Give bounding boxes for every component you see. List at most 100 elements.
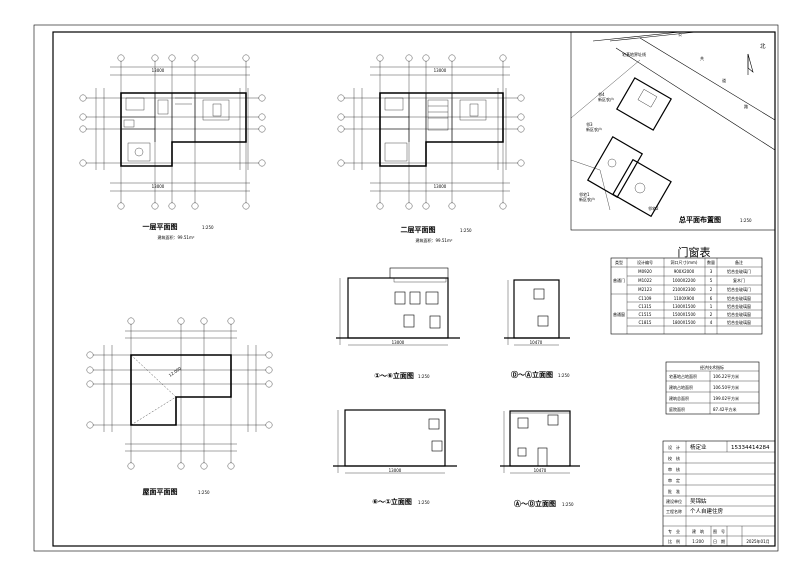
dw-cell: 900X2000 <box>674 269 695 274</box>
tech-value-0: 106.22平方米 <box>713 373 739 379</box>
tb-designer-name: 杨定业 <box>690 443 707 451</box>
floor1-area: 建筑面积：99.51m² <box>158 234 195 240</box>
roof-title: 屋面平面图 <box>143 487 178 496</box>
tb-label-check: 校 核 <box>668 455 680 461</box>
door-window-headers: 类型 设计编号 洞口尺寸(mm) 数量 备注 <box>615 259 743 265</box>
elevation-1-title: ①～⑥立面图 <box>374 371 414 380</box>
floor1-scale: 1:250 <box>202 225 214 230</box>
dw-header-type: 类型 <box>615 259 623 265</box>
dw-cell: 6 <box>710 296 713 301</box>
svg-text:13000: 13000 <box>152 184 165 189</box>
site-plan <box>570 31 776 231</box>
floor2-area: 建筑面积：99.51m² <box>416 237 453 243</box>
dw-cell: 1800X1500 <box>672 320 696 325</box>
dw-cell: 1100X900 <box>674 296 695 301</box>
tb-label-project: 工程名称 <box>666 508 682 514</box>
floor2-plan: 13000 13000 <box>337 54 525 210</box>
dw-cell: 铝合金玻璃门 <box>727 286 751 292</box>
tb-label-approve: 审 定 <box>668 477 680 483</box>
roof-scale: 1:250 <box>198 490 210 495</box>
dw-row-c1109: C1109 1100X900 6 铝合金玻璃窗 <box>639 295 751 301</box>
svg-text:13000: 13000 <box>392 340 405 345</box>
svg-text:13000: 13000 <box>434 68 447 73</box>
site-road-2: 共 <box>700 55 704 61</box>
dw-cell: M2123 <box>638 287 652 292</box>
dw-row-m1022: M1022 1000X2200 5 复木门 <box>638 277 745 283</box>
dw-group-windows: 普通窗 <box>613 311 625 317</box>
dw-row-m0920: M0920 900X2000 3 铝合金玻璃门 <box>638 268 751 274</box>
dw-cell: M0920 <box>638 269 652 274</box>
svg-text:10470: 10470 <box>530 340 543 345</box>
dw-cell: 铝合金玻璃窗 <box>727 311 751 317</box>
tech-value-1: 106.50平方米 <box>713 384 739 390</box>
elevation-4-title: Ⓐ～Ⓓ立面图 <box>514 499 556 508</box>
floor2-title: 二层平面图 <box>401 225 436 234</box>
site-neighbor-2: 邻宅2 <box>648 205 659 211</box>
dw-row-m2123: M2123 2100X2300 2 铝合金玻璃门 <box>638 286 751 292</box>
elevation-d-a: 10470 <box>504 279 570 346</box>
dw-group-doors: 普通门 <box>613 277 625 283</box>
elevation-1-scale: 1:250 <box>418 374 430 379</box>
elevation-a-d: 10470 <box>500 410 580 474</box>
dw-cell: C1109 <box>639 296 652 301</box>
tech-label-1: 建筑占地面积 <box>669 384 693 390</box>
tech-label-3: 庭院面积 <box>669 406 685 412</box>
elevation-3-title: ⑥～①立面图 <box>372 497 412 506</box>
floor2-scale: 1:250 <box>460 228 472 233</box>
elevation-2-title: Ⓓ～Ⓐ立面图 <box>511 370 553 379</box>
site-road-1: 公 <box>678 32 682 37</box>
dw-cell: C1815 <box>639 320 652 325</box>
site-scale: 1:250 <box>740 218 752 223</box>
dw-header-code: 设计编号 <box>637 259 653 265</box>
tb-label-client: 建设单位 <box>666 498 682 504</box>
site-north-label: 北 <box>760 42 766 50</box>
dw-cell: 铝合金玻璃窗 <box>727 303 751 309</box>
tb-project-name: 个人自建住房 <box>690 507 724 515</box>
dw-row-c1315: C1315 1300X1500 1 铝合金玻璃窗 <box>639 303 751 309</box>
site-road-4: 路 <box>744 103 748 109</box>
tb-label-authorize: 批 准 <box>668 488 680 494</box>
tech-indicators-table <box>665 361 760 415</box>
dw-row-c1515: C1515 1500X1500 2 铝合金玻璃窗 <box>639 311 751 317</box>
tb-label-review: 审 核 <box>668 466 680 472</box>
inner-border <box>52 31 776 547</box>
dw-cell: 1500X1500 <box>672 312 696 317</box>
dw-cell: 3 <box>710 269 713 274</box>
door-window-table <box>610 257 763 335</box>
dw-cell: 铝合金玻璃窗 <box>727 295 751 301</box>
dw-cell: 5 <box>710 278 713 283</box>
outer-border <box>33 24 779 552</box>
door-window-title: 门窗表 <box>678 245 711 259</box>
tb-client-name: 吴锦姑 <box>690 497 707 505</box>
dw-cell: M1022 <box>638 278 652 283</box>
tb-label-date: 日 期 <box>713 538 725 544</box>
tb-scale-value: 1:200 <box>692 539 704 544</box>
dw-cell: 4 <box>710 320 713 325</box>
svg-text:13000: 13000 <box>389 468 402 473</box>
tech-value-3: 87.42平方米 <box>713 406 736 412</box>
elevation-6-1: 13000 <box>333 409 457 474</box>
tech-value-2: 199.02平方米 <box>713 395 739 401</box>
dw-header-size: 洞口尺寸(mm) <box>671 259 698 265</box>
dw-cell: C1515 <box>639 312 652 317</box>
tech-label-0: 宅基地占地面积 <box>669 373 697 379</box>
dw-cell: 1000X2200 <box>672 278 696 283</box>
dw-cell: 1300X1500 <box>672 304 696 309</box>
tb-label-designer: 设 计 <box>668 444 680 450</box>
dw-cell: 2100X2300 <box>672 287 696 292</box>
dw-cell: C1315 <box>639 304 652 309</box>
svg-text:13000: 13000 <box>152 68 165 73</box>
tb-label-scale: 比 例 <box>668 538 680 544</box>
tb-date-value: 2025年01月 <box>746 538 769 544</box>
dw-cell: 1 <box>710 304 713 309</box>
title-block <box>662 440 776 547</box>
site-boundary-label: 宅基地界址线 <box>622 51 646 57</box>
tb-designer-phone: 15334414284 <box>731 445 770 451</box>
floor1-plan: 13000 13000 <box>79 54 266 210</box>
tb-label-major: 专 业 <box>668 528 680 534</box>
tb-major-value: 建 筑 <box>692 528 704 534</box>
dw-header-note: 备注 <box>735 259 743 265</box>
